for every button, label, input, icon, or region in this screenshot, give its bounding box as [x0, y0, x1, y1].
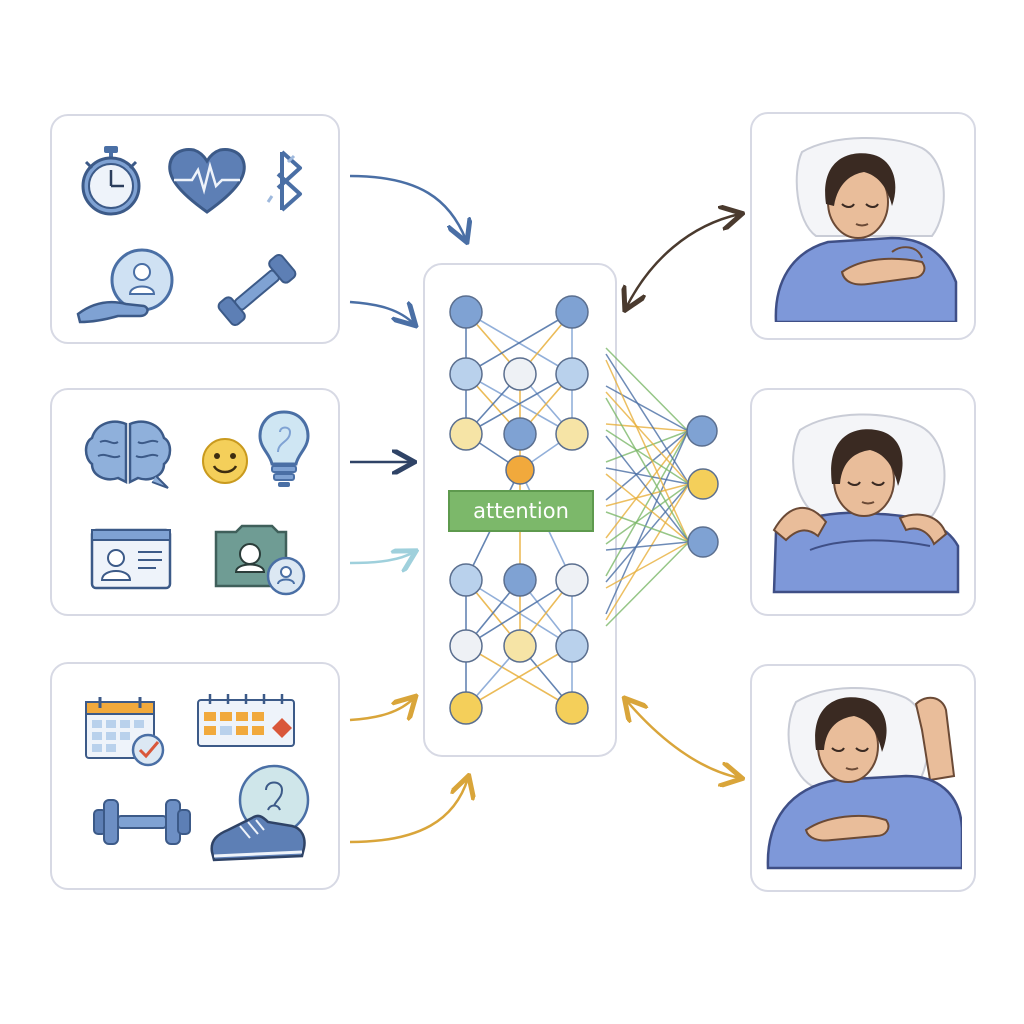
attention-ray: [605, 385, 689, 432]
network-node: [555, 417, 589, 451]
attention-ray: [605, 347, 689, 432]
attention-ray: [605, 430, 689, 501]
dumbbell-icon: [92, 792, 192, 852]
network-node: [555, 357, 589, 391]
network-node: [449, 563, 483, 597]
attention-label: attention: [448, 490, 594, 532]
attention-ray: [605, 541, 690, 589]
profile-folder-icon: [212, 522, 308, 598]
output-panel-3: [750, 664, 976, 892]
arrow-output-top: [626, 214, 740, 308]
sleeping-person-illustration: [772, 132, 958, 322]
output-panel-1: [750, 112, 976, 340]
network-node: [503, 563, 537, 597]
input-panel-psychological: [50, 388, 340, 616]
smiley-face-icon: [200, 436, 250, 486]
attention-ray: [605, 511, 690, 543]
arrow-group3-top: [349, 698, 414, 722]
network-node: [449, 691, 483, 725]
attention-ray: [605, 483, 690, 621]
network-edge: [465, 645, 573, 709]
sneaker-icon: [206, 760, 316, 870]
attention-ray: [605, 430, 689, 539]
attention-ray: [605, 430, 689, 577]
attention-ray: [605, 435, 690, 543]
attention-ray: [605, 483, 690, 583]
network-node: [503, 357, 537, 391]
network-node: [505, 455, 535, 485]
network-node: [555, 563, 589, 597]
network-node: [503, 629, 537, 663]
weekly-schedule-icon: [194, 692, 306, 750]
arrow-group1-top: [349, 174, 466, 240]
lightbulb-icon: [256, 408, 312, 490]
network-edge: [465, 311, 573, 375]
attention-ray: [605, 430, 689, 463]
heart-rate-icon: [166, 146, 248, 216]
attention-ray: [605, 473, 690, 543]
attention-ray: [605, 483, 690, 507]
arrow-group3-bottom: [349, 778, 468, 844]
arrow-group2-bottom: [349, 552, 414, 563]
attention-ray: [605, 483, 690, 545]
attention-ray: [605, 423, 689, 432]
attention-ray: [605, 467, 690, 485]
sleeping-person-hugging-blanket-illustration: [770, 406, 960, 600]
network-node: [449, 417, 483, 451]
attention-ray: [605, 391, 690, 485]
attention-output-node: [687, 526, 719, 558]
network-node: [503, 417, 537, 451]
network-edge: [465, 579, 573, 647]
arrow-group1-bottom: [349, 300, 414, 324]
calendar-check-icon: [82, 694, 168, 768]
network-node: [555, 691, 589, 725]
sleeping-person-arm-raised-illustration: [766, 680, 962, 880]
attention-ray: [605, 353, 690, 485]
attention-ray: [605, 397, 690, 543]
attention-ray: [605, 541, 690, 551]
dumbbell-icon: [212, 250, 302, 330]
output-panel-2: [750, 388, 976, 616]
profile-card-icon: [90, 528, 172, 590]
attention-ray: [605, 541, 690, 627]
network-node: [449, 357, 483, 391]
stopwatch-icon: [76, 144, 146, 216]
input-panel-physiological: [50, 114, 340, 344]
bluetooth-icon: [264, 146, 316, 216]
network-node: [555, 295, 589, 329]
input-panel-behavioral: [50, 662, 340, 890]
network-node: [449, 629, 483, 663]
attention-ray: [605, 429, 690, 485]
hand-holding-person-icon: [74, 246, 184, 326]
arrow-output-bottom: [626, 700, 740, 778]
attention-output-node: [686, 415, 718, 447]
attention-output-node: [687, 468, 719, 500]
attention-rays: [605, 347, 690, 627]
network-edge: [465, 373, 573, 435]
brain-icon: [82, 416, 174, 490]
network-node: [449, 295, 483, 329]
network-node: [555, 629, 589, 663]
attention-ray: [605, 359, 690, 543]
network-nodes: [449, 295, 719, 725]
